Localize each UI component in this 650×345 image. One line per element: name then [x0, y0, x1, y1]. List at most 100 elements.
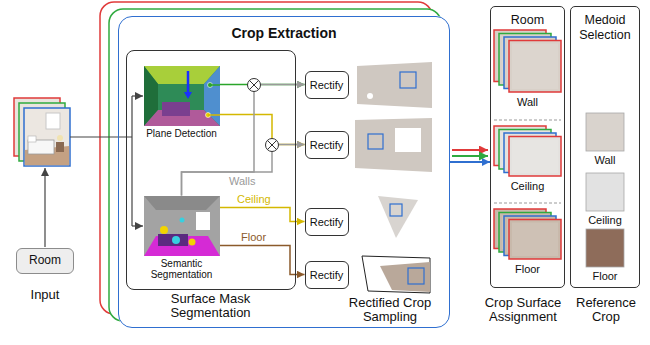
drawing-part: [196, 212, 210, 230]
batch-arrows: [452, 150, 488, 156]
drawing-part: [172, 236, 180, 244]
column-title: Medoid Selection: [573, 13, 637, 43]
drawing-part: [160, 226, 168, 234]
drawing-part: [509, 220, 561, 260]
drawing-part: [158, 234, 188, 246]
room-column: RoomWallCeilingFloor: [490, 6, 565, 288]
drawing-part: [357, 62, 432, 108]
image-seg: [144, 196, 220, 256]
image-label: Floor: [492, 263, 563, 276]
image-label: Wall: [492, 96, 563, 109]
drawing-part: [512, 140, 558, 174]
drawing-part: [362, 256, 430, 293]
image-label: Wall: [572, 154, 638, 167]
box-label: Rectify: [306, 138, 348, 150]
image-crop: [572, 112, 638, 152]
stage-caption: Crop Surface Assignment: [468, 296, 578, 324]
connector: [220, 208, 305, 222]
drawing-part: [509, 137, 561, 177]
drawing-part: [118, 16, 450, 328]
drawing-part: [208, 114, 220, 116]
drawing-part: [355, 118, 432, 172]
drawing-part: [162, 102, 190, 116]
drawing-part: [378, 196, 418, 238]
box-label: Rectify: [306, 215, 348, 227]
column-title: Room: [493, 13, 562, 28]
drawing-part: [28, 136, 36, 142]
reference-crop: Ceiling: [572, 172, 638, 228]
drawing-part: [368, 134, 383, 149]
image-stack: [492, 124, 563, 178]
drawing-part: [57, 135, 63, 141]
crop-stack: Wall: [492, 28, 563, 114]
drawing-part: [144, 196, 220, 210]
drawing-part: [131, 96, 132, 226]
stage-caption: Reference Crop: [566, 296, 646, 324]
stage-frame: Crop ExtractionSurface Mask Segmentation…: [118, 16, 450, 328]
edge-label: Walls: [228, 175, 256, 187]
drawing-part: [248, 79, 261, 92]
input-wires: [45, 96, 143, 247]
drawing-part: [186, 71, 189, 93]
drawing-part: [268, 141, 277, 150]
stacked-frames: [100, 2, 450, 328]
medoid-column: Medoid SelectionWallCeilingFloor: [570, 6, 640, 288]
drawing-part: [408, 268, 424, 284]
drawing-part: [132, 95, 143, 96]
drawing-part: [46, 113, 60, 129]
drawing-part: [266, 139, 279, 152]
edge-label: Floor: [240, 231, 267, 243]
drawing-part: [250, 81, 259, 90]
input-image-stack: [14, 98, 70, 166]
box-label: Rectify: [306, 268, 348, 280]
multiply-symbols: [248, 79, 279, 152]
drawing-part: [184, 92, 192, 99]
rectified-crops: [355, 62, 432, 293]
reference-crop: Wall: [572, 112, 638, 170]
drawing-part: [400, 72, 416, 88]
drawing-part: [367, 93, 373, 99]
rectify-box: Rectify: [305, 131, 349, 159]
drawing-part: [512, 44, 558, 90]
drawing-part: [44, 168, 45, 247]
image-label: Semantic Segmentation: [144, 258, 220, 281]
drawing-part: [512, 223, 558, 257]
drawing-part: [268, 141, 277, 150]
connector: [220, 115, 305, 145]
column-title: Crop Extraction: [121, 25, 447, 42]
image-stack: [492, 28, 563, 94]
drawing-part: [390, 204, 402, 216]
drawing-part: [132, 225, 143, 226]
stage-caption: Surface Mask Segmentation: [141, 292, 281, 320]
image-label: Plane Detection: [144, 128, 220, 140]
image-stack: [492, 207, 563, 261]
drawing-part: [144, 66, 220, 126]
box-label: Rectify: [306, 78, 348, 90]
connector: [220, 246, 305, 275]
input-box: Room: [16, 248, 74, 274]
drawing-part: [395, 128, 421, 152]
drawing-part: [452, 155, 488, 157]
image-label: Floor: [572, 270, 638, 283]
drawing-part: [144, 196, 220, 256]
crop-stack: Floor: [492, 207, 563, 281]
connector: [182, 145, 305, 196]
connector: [450, 161, 490, 163]
edge-label: Ceiling: [236, 193, 272, 205]
stage-caption: Input: [6, 288, 84, 302]
box-label: Room: [17, 254, 73, 267]
reference-crop: Floor: [572, 228, 638, 284]
stage-caption: Rectified Crop Sampling: [340, 296, 440, 324]
drawing-part: [70, 136, 132, 137]
drawing-part: [509, 41, 561, 93]
drawing-part: [586, 173, 624, 211]
plane-detection-image: Plane Detection: [144, 66, 220, 148]
segmentation-box: Surface Mask SegmentationPlane Detection…: [126, 50, 296, 290]
rectify-box: Rectify: [305, 208, 349, 236]
image-crop: [572, 172, 638, 212]
drawing-part: [586, 229, 624, 267]
image-crop: [572, 228, 638, 268]
image-plane: [144, 66, 220, 126]
drawing-part: [586, 113, 624, 151]
drawing-part: [452, 149, 488, 151]
